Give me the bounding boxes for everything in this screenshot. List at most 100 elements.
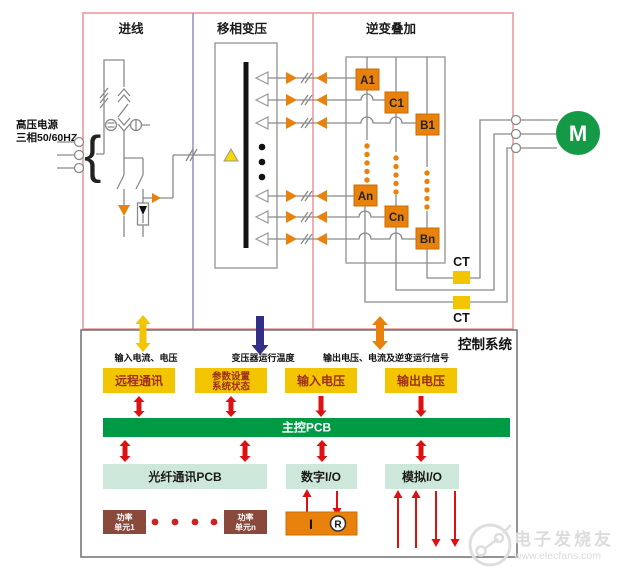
feeder-slash-marks [185, 148, 198, 162]
voltage-in-module [285, 368, 357, 393]
arrow-down-red [415, 396, 427, 417]
switch-blade [117, 103, 129, 118]
relay-label: R [334, 520, 342, 531]
power-unit-1-box [103, 510, 146, 534]
watermark: 电子发烧友 www.elecfans.com [468, 523, 611, 567]
watermark-site: www.elecfans.com [513, 550, 601, 562]
ellipsis-dot-red [151, 518, 159, 526]
main-pcb-label: 主控PCB [282, 420, 332, 435]
ellipsis-dot [258, 173, 266, 181]
arrow-down-red [315, 396, 327, 417]
remote-comm-label: 远程通讯 [115, 373, 163, 388]
ct-label-bottom: CT [453, 311, 470, 325]
hv-source-label-line2: 三相50/60HZ [16, 131, 78, 144]
arrows-to-main-pcb [133, 396, 427, 417]
arrow-updown-red [225, 396, 237, 417]
link-slash-marks [300, 72, 313, 245]
param-status-module [195, 368, 267, 393]
main-pcb-bar [103, 418, 510, 437]
incoming-line-circuit [96, 59, 215, 237]
hv-source-label-line1: 高压电源 [16, 118, 58, 131]
signal-label-output: 输出电压、电流及逆变运行信号 [323, 352, 449, 363]
arrow-up-red-thin [302, 489, 312, 497]
power-unit-n-label-line2: 单元n [235, 522, 256, 532]
arrow-updown-orange [372, 316, 388, 350]
arrow-up-red-thin [411, 490, 421, 498]
arrow-down-navy [251, 316, 269, 355]
param-label-line2: 系统状态 [212, 381, 251, 393]
transformer-core-bar [243, 62, 249, 248]
arrow-down-red-thin [431, 539, 441, 547]
param-label-line1: 参数设置 [211, 371, 251, 383]
ct-sensor-top [453, 271, 470, 284]
power-cell-b1 [415, 113, 440, 136]
arrow-down-orange [118, 205, 130, 216]
watermark-logo-dot [493, 532, 505, 544]
section-title-incoming: 进线 [118, 21, 144, 36]
signal-label-input: 输入电流、电压 [114, 352, 177, 363]
cell-label-bn: Bn [420, 234, 435, 246]
motor-icon [556, 111, 600, 155]
output-wiring: CT CT M [364, 111, 600, 325]
motor-terminal [510, 114, 522, 126]
hv-source: 高压电源 三相50/60HZ { [16, 118, 101, 184]
cell-label-cn: Cn [389, 212, 404, 224]
power-unit-n-label-line1: 功率 [238, 512, 254, 522]
current-relay-box [285, 511, 358, 536]
disconnector-chevron-up [117, 88, 131, 97]
phase-terminal [73, 162, 85, 174]
arrow-down-red-thin [450, 539, 460, 547]
watermark-logo-dot [475, 545, 487, 557]
arrow-updown-red [119, 440, 131, 462]
section-title-transformer: 移相变压 [217, 21, 268, 36]
ellipsis-dot-red [171, 518, 179, 526]
arrow-up-red-thin [393, 490, 403, 498]
control-system-title: 控制系统 [458, 336, 512, 352]
relay-circle-icon [329, 515, 347, 532]
ct-label-top: CT [453, 255, 470, 269]
signal-label-temperature: 变压器运行温度 [231, 352, 295, 363]
phase-terminal [73, 149, 85, 161]
arrow-updown-red [316, 440, 328, 462]
cell-columns: A1 C1 B1 An Cn Bn [353, 57, 440, 250]
digital-io-module [286, 464, 357, 489]
arrow-updown-yellow [135, 315, 151, 352]
motor-terminal [510, 142, 522, 154]
ellipsis-dot [258, 143, 266, 151]
arrow-updown-red [415, 440, 427, 462]
arrows-to-sub-modules [119, 440, 427, 462]
arrow-updown-red [239, 440, 251, 462]
rectifier-links [254, 71, 416, 246]
cell-label-b1: B1 [420, 120, 435, 132]
power-unit-row: 功率 单元1 功率 单元n I R [103, 510, 358, 536]
module-row-yellow: 远程通讯 参数设置 系统状态 输入电压 输出电压 [103, 368, 457, 393]
cell-label-c1: C1 [389, 98, 404, 110]
power-cell-a1 [355, 68, 380, 91]
disconnector-chevron-up [117, 94, 131, 103]
analog-io-label: 模拟I/O [402, 469, 442, 484]
ct-sensor-bottom [453, 296, 470, 309]
voltage-in-label: 输入电压 [297, 373, 345, 388]
voltage-out-label: 输出电压 [397, 373, 445, 388]
arrow-right-orange [152, 193, 161, 203]
power-cell-c1 [384, 91, 409, 114]
column-ellipsis-dots [364, 143, 430, 210]
brace-glyph: { [84, 126, 101, 184]
breaker-branch-right [135, 174, 144, 237]
disconnector-chevron-down [117, 117, 131, 126]
remote-comm-module [103, 368, 175, 393]
phase-terminal [73, 136, 85, 148]
arrester-triangle [139, 206, 147, 215]
ellipsis-dot-red [210, 518, 218, 526]
meter-icon [104, 118, 118, 132]
digital-io-label: 数字I/O [301, 469, 341, 484]
watermark-logo-icon [468, 523, 512, 567]
power-unit-1-label-line2: 单元1 [114, 522, 135, 532]
motor-label: M [569, 121, 587, 146]
io-signal-arrows [302, 489, 460, 548]
fiber-pcb-module [103, 464, 267, 489]
cell-label-a1: A1 [360, 75, 375, 87]
diode-pair-icons [286, 72, 327, 245]
